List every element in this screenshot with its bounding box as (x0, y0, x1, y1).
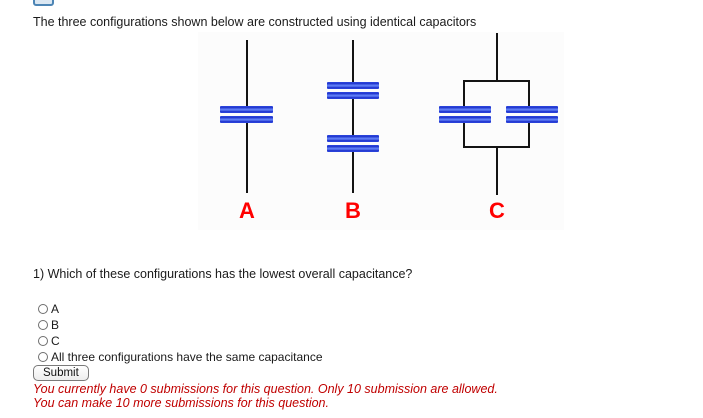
intro-text: The three configurations shown below are… (33, 15, 477, 29)
config-c-wire-top (496, 33, 498, 80)
config-b-wire-middle (352, 99, 354, 135)
config-a-label: A (239, 198, 255, 223)
config-a-plate (220, 116, 273, 123)
option-a-label: A (51, 302, 60, 316)
radio-option-same[interactable] (38, 352, 48, 362)
config-c-right-branch (528, 122, 530, 148)
submission-status-line1: You currently have 0 submissions for thi… (33, 382, 498, 396)
option-row-c: C (38, 333, 323, 349)
radio-option-a[interactable] (38, 304, 48, 314)
config-c-left-branch (463, 122, 465, 148)
config-c-plate (506, 116, 558, 123)
config-b-plate (327, 82, 379, 89)
config-c-right-branch (528, 80, 530, 107)
config-c-box-bottom (463, 146, 530, 148)
question-text: 1) Which of these configurations has the… (33, 267, 413, 281)
radio-option-c[interactable] (38, 336, 48, 346)
option-c-label: C (51, 334, 60, 348)
option-row-same: All three configurations have the same c… (38, 349, 323, 365)
config-a-wire-top (246, 40, 248, 106)
config-b-wire-top (352, 40, 354, 82)
option-b-label: B (51, 318, 60, 332)
answer-options: A B C All three configurations have the … (38, 301, 323, 365)
config-a-plate (220, 106, 273, 113)
config-c-box-top (463, 80, 530, 82)
config-c-label: C (489, 198, 505, 223)
option-row-b: B (38, 317, 323, 333)
config-c-left-branch (463, 80, 465, 107)
option-same-label: All three configurations have the same c… (51, 350, 323, 364)
config-c-plate (439, 116, 491, 123)
capacitor-diagram: A B C (198, 32, 564, 230)
config-c-wire-bottom (496, 148, 498, 195)
clipped-blue-button[interactable] (33, 0, 54, 6)
option-row-a: A (38, 301, 323, 317)
config-a-wire-bottom (246, 123, 248, 193)
submit-button[interactable]: Submit (33, 365, 89, 381)
config-c-plate (439, 106, 491, 113)
config-b-plate (327, 135, 379, 142)
config-c-plate (506, 106, 558, 113)
config-b-plate (327, 92, 379, 99)
config-b-plate (327, 145, 379, 152)
config-b-label: B (345, 198, 361, 223)
radio-option-b[interactable] (38, 320, 48, 330)
config-b-wire-bottom (352, 152, 354, 193)
submission-status-line2: You can make 10 more submissions for thi… (33, 396, 329, 410)
